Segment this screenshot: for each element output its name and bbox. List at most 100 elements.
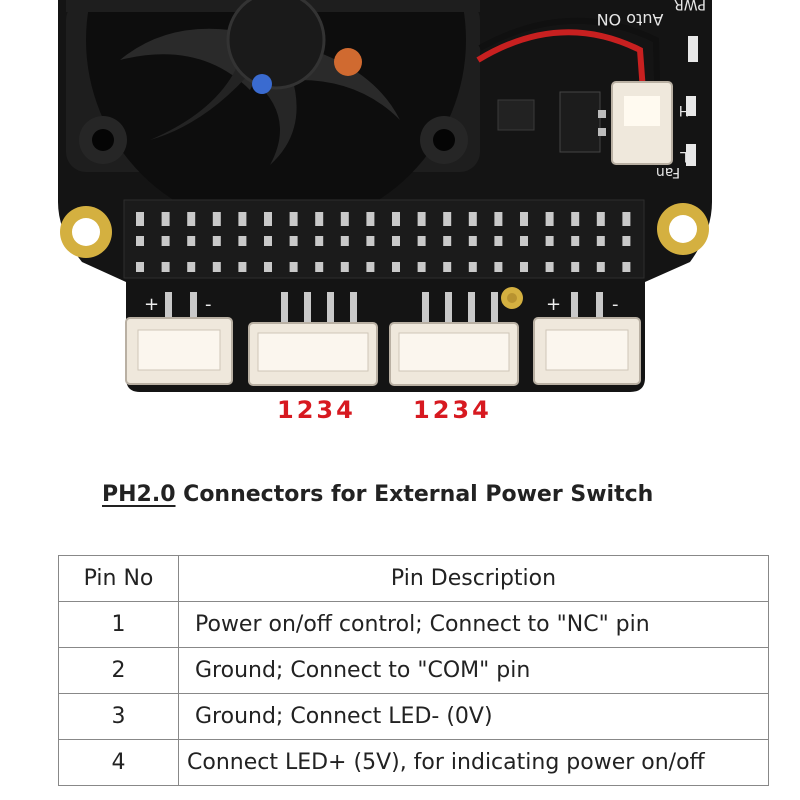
connector-pin bbox=[165, 292, 172, 322]
header-pin-description: Pin Description bbox=[178, 555, 769, 602]
gpio-pin bbox=[212, 212, 221, 226]
mounting-hole-right bbox=[657, 203, 709, 255]
pin-number: 1 bbox=[58, 601, 179, 648]
pin-number: 3 bbox=[58, 693, 179, 740]
section-title: PH2.0 Connectors for External Power Swit… bbox=[102, 482, 653, 507]
gpio-pin bbox=[340, 262, 349, 272]
pin-table: Pin No Pin Description 1 Power on/off co… bbox=[58, 555, 769, 786]
connector-pin bbox=[190, 292, 197, 322]
gpio-pin bbox=[366, 262, 375, 272]
gpio-pin bbox=[212, 236, 221, 246]
gpio-pin bbox=[264, 262, 272, 272]
connector-pin bbox=[304, 292, 311, 322]
gpio-pin bbox=[315, 262, 324, 272]
gpio-pin bbox=[468, 262, 477, 272]
gpio-pin bbox=[212, 262, 221, 272]
gpio-pin bbox=[494, 236, 503, 246]
gpio-pin bbox=[417, 212, 426, 226]
table-header-row: Pin No Pin Description bbox=[58, 555, 769, 602]
gpio-pin bbox=[417, 236, 426, 246]
silkscreen-pwr: PWR bbox=[674, 0, 706, 12]
gpio-pin bbox=[238, 262, 247, 272]
connector-pin bbox=[327, 292, 334, 322]
gpio-pin bbox=[494, 262, 503, 272]
connector-pin bbox=[468, 292, 475, 322]
gpio-header bbox=[123, 199, 645, 279]
pin-description: Power on/off control; Connect to "NC" pi… bbox=[178, 601, 769, 648]
gpio-pin bbox=[392, 212, 400, 226]
gpio-pin bbox=[520, 262, 528, 272]
pin-description: Ground; Connect LED- (0V) bbox=[178, 693, 769, 740]
connector-pins bbox=[165, 292, 603, 322]
gpio-pin bbox=[187, 212, 196, 226]
gpio-pin bbox=[545, 262, 554, 272]
gpio-pin bbox=[161, 212, 170, 226]
connector-4pin-a bbox=[248, 322, 378, 386]
gpio-pin bbox=[417, 262, 426, 272]
gpio-pin bbox=[443, 212, 452, 226]
gpio-pin bbox=[443, 236, 452, 246]
gpio-pin bbox=[392, 236, 400, 246]
connector-a-pin-numbers: 1234 bbox=[277, 396, 356, 424]
table-row: 1 Power on/off control; Connect to "NC" … bbox=[58, 601, 769, 648]
silkscreen-h: H bbox=[679, 102, 690, 118]
gpio-pin bbox=[366, 236, 375, 246]
silkscreen-fan: Fan bbox=[656, 164, 680, 180]
table-row: 2 Ground; Connect to "COM" pin bbox=[58, 647, 769, 694]
gpio-pin bbox=[264, 212, 272, 226]
gpio-pin bbox=[340, 236, 349, 246]
connector-2pin-right bbox=[533, 317, 641, 385]
gpio-pin bbox=[187, 236, 196, 246]
gpio-pin bbox=[264, 236, 272, 246]
pin-description: Connect LED+ (5V), for indicating power … bbox=[178, 739, 769, 786]
table-row: 3 Ground; Connect LED- (0V) bbox=[58, 693, 769, 740]
gpio-pin bbox=[520, 212, 528, 226]
gpio-pin bbox=[520, 236, 528, 246]
mounting-hole-left bbox=[60, 206, 112, 258]
title-ph20: PH2.0 bbox=[102, 482, 176, 507]
gpio-pin bbox=[392, 262, 400, 272]
gpio-pin bbox=[161, 262, 170, 272]
gpio-pin bbox=[136, 236, 144, 246]
pin-description: Ground; Connect to "COM" pin bbox=[178, 647, 769, 694]
connector-pin bbox=[571, 292, 578, 322]
gpio-pin bbox=[443, 262, 452, 272]
table-row: 4 Connect LED+ (5V), for indicating powe… bbox=[58, 739, 769, 786]
gpio-pin bbox=[187, 262, 196, 272]
connector-2pin-left bbox=[125, 317, 233, 385]
silkscreen-auto-on: Auto ON bbox=[597, 10, 664, 29]
svg-text:+: + bbox=[546, 294, 561, 315]
connector-pin bbox=[445, 292, 452, 322]
gpio-pin bbox=[596, 236, 605, 246]
header-pin-no: Pin No bbox=[58, 555, 179, 602]
gpio-pin bbox=[315, 236, 324, 246]
svg-text:+: + bbox=[144, 294, 159, 315]
silkscreen-l: L bbox=[680, 148, 688, 164]
gpio-pin bbox=[494, 212, 503, 226]
gpio-pin bbox=[545, 236, 554, 246]
connector-pin bbox=[596, 292, 603, 322]
gpio-pin bbox=[340, 212, 349, 226]
pin-number: 2 bbox=[58, 647, 179, 694]
gpio-pin bbox=[238, 236, 247, 246]
gpio-pin bbox=[571, 236, 580, 246]
cooling-fan bbox=[66, 0, 480, 230]
gpio-pin bbox=[136, 262, 144, 272]
connector-4pin-b bbox=[389, 322, 519, 386]
svg-text:-: - bbox=[205, 294, 212, 315]
gpio-pin bbox=[596, 262, 605, 272]
connector-pin bbox=[281, 292, 288, 322]
svg-text:-: - bbox=[612, 294, 619, 315]
connector-pin bbox=[350, 292, 357, 322]
pin-number: 4 bbox=[58, 739, 179, 786]
gpio-pin bbox=[289, 262, 298, 272]
connector-pin bbox=[422, 292, 429, 322]
board-photo: Auto ON PWR H L Fan + - + - bbox=[58, 0, 712, 392]
gpio-pin bbox=[366, 212, 375, 226]
gpio-pin bbox=[622, 236, 631, 246]
gpio-pin bbox=[289, 236, 298, 246]
gpio-housing bbox=[123, 199, 645, 279]
gpio-pin bbox=[545, 212, 554, 226]
gpio-pin bbox=[289, 212, 298, 226]
gpio-pin bbox=[596, 212, 605, 226]
